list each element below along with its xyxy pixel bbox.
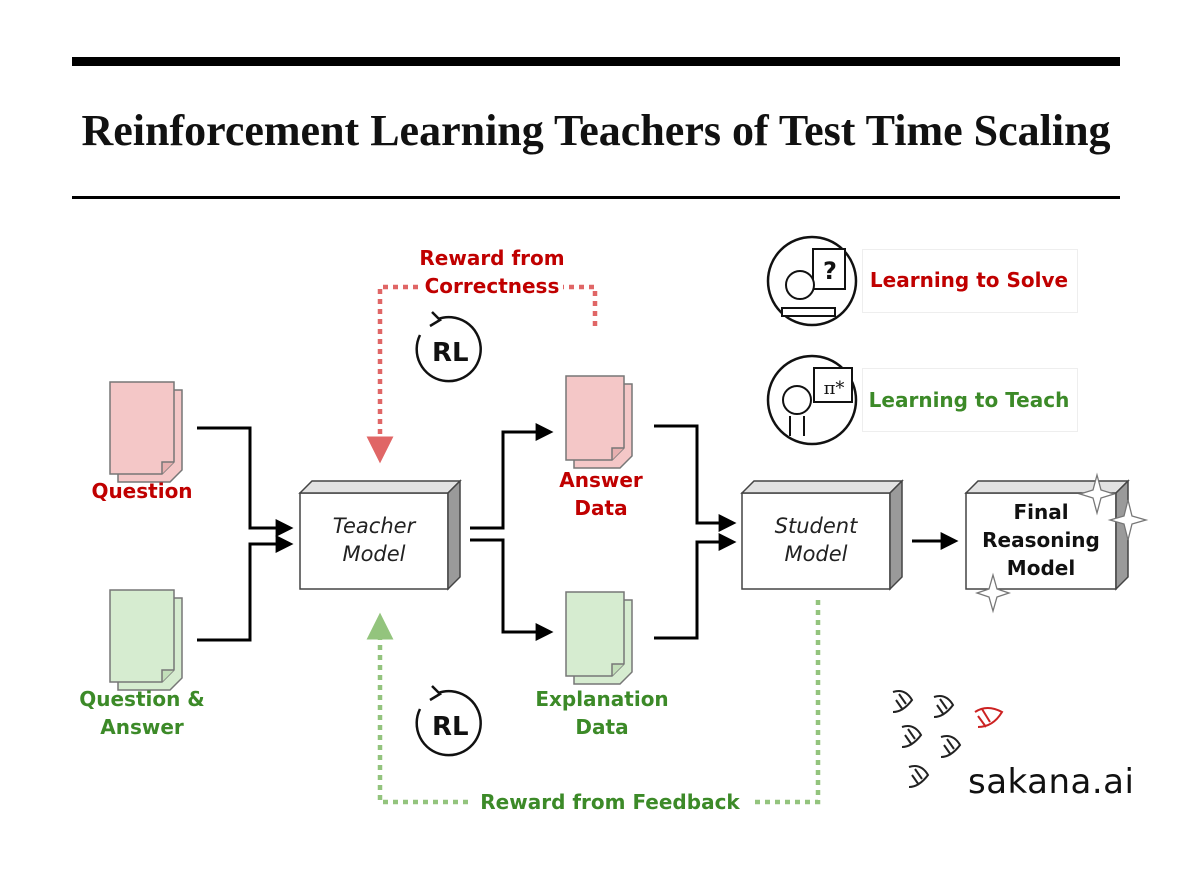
input-arrows <box>197 426 294 642</box>
final-reasoning-model-label: Final Reasoning Model <box>982 500 1100 580</box>
question-answer-document-icon <box>109 589 183 691</box>
question-mark-symbol: ? <box>823 257 837 285</box>
learning-to-teach-icon <box>766 354 858 446</box>
student-model-label: Student Model <box>774 514 858 566</box>
question-document-icon <box>109 381 183 483</box>
student-input-arrows <box>654 424 737 640</box>
answer-data-document-icon <box>565 375 633 469</box>
reward-correctness-label: Reward from Correctness <box>419 246 565 298</box>
reward-feedback-label: Reward from Feedback <box>470 788 750 816</box>
answer-data-label: Answer Data <box>559 468 643 520</box>
page-title: Reinforcement Learning Teachers of Test … <box>81 106 1111 155</box>
pi-star-symbol: π* <box>824 378 845 399</box>
rl-badge-bottom: RL <box>432 712 469 742</box>
explanation-data-label: Explanation Data <box>535 687 669 739</box>
correctness-reward-line <box>380 284 598 458</box>
teacher-model-label: Teacher Model <box>332 514 416 566</box>
question-label: Question <box>91 479 193 503</box>
sakana-logo-icon <box>892 690 962 788</box>
final-reasoning-model-box <box>964 479 1130 591</box>
teacher-output-arrows <box>470 423 554 641</box>
teacher-model-box <box>298 479 462 591</box>
student-model-box <box>740 479 904 591</box>
legend-learning-to-solve: Learning to Solve <box>869 268 1069 292</box>
question-answer-label: Question & Answer <box>79 687 205 739</box>
feedback-reward-line <box>380 600 821 805</box>
rl-loop-icon-bottom <box>415 685 482 757</box>
legend-solve-box <box>862 249 1078 313</box>
title-bottom-rule <box>72 196 1120 199</box>
legend-teach-box <box>862 368 1078 432</box>
legend-learning-to-teach: Learning to Teach <box>868 388 1070 412</box>
explanation-data-document-icon <box>565 591 633 685</box>
brand-wordmark: sakana.ai <box>968 762 1135 802</box>
rl-badge-top: RL <box>432 338 469 368</box>
sparkle-icon <box>974 472 1149 614</box>
rl-loop-icon <box>415 311 482 383</box>
title-top-rule <box>72 57 1120 66</box>
learning-to-solve-icon <box>766 235 858 327</box>
sakana-logo-red-icon <box>974 707 1004 728</box>
